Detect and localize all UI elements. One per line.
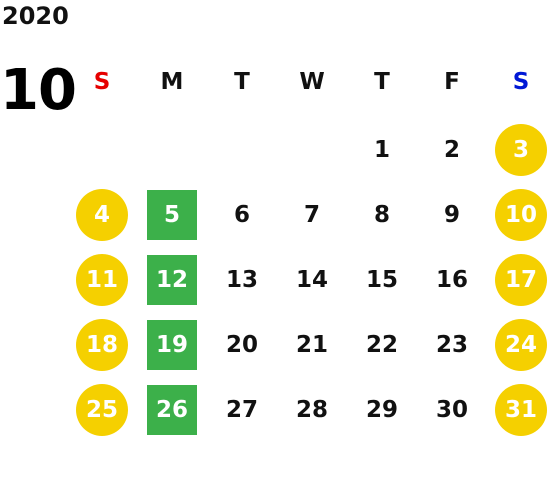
day-cell-26[interactable]: 26 bbox=[144, 385, 200, 435]
monday-highlight-square bbox=[147, 255, 197, 305]
day-cell-29[interactable]: 29 bbox=[354, 385, 410, 435]
day-number: 16 bbox=[435, 267, 468, 293]
weekend-highlight-circle bbox=[76, 384, 128, 436]
day-cell-10[interactable]: 10 bbox=[493, 189, 548, 241]
day-number: 24 bbox=[504, 332, 537, 358]
weekday-wed: W bbox=[299, 69, 325, 95]
day-number: 25 bbox=[85, 397, 118, 423]
weekend-highlight-circle bbox=[495, 189, 547, 241]
day-cell-18[interactable]: 18 bbox=[74, 319, 130, 371]
weekday-thu: T bbox=[374, 69, 390, 95]
day-cell-5[interactable]: 5 bbox=[144, 190, 200, 240]
day-number: 31 bbox=[504, 397, 537, 423]
weekend-highlight-circle bbox=[495, 384, 547, 436]
day-cell-4[interactable]: 4 bbox=[74, 189, 130, 241]
weekday-sat: S bbox=[512, 69, 530, 95]
weekday-tue: T bbox=[234, 69, 250, 95]
day-number: 6 bbox=[233, 202, 250, 228]
day-cell-21[interactable]: 21 bbox=[284, 320, 340, 370]
day-cell-8[interactable]: 8 bbox=[354, 190, 410, 240]
calendar-year: 2020 bbox=[2, 2, 69, 30]
day-cell-1[interactable]: 1 bbox=[354, 125, 410, 175]
day-cell-11[interactable]: 11 bbox=[74, 254, 130, 306]
day-number: 3 bbox=[512, 137, 529, 163]
day-number: 4 bbox=[93, 202, 110, 228]
monday-highlight-square bbox=[147, 320, 197, 370]
day-cell-3[interactable]: 3 bbox=[493, 124, 548, 176]
weekday-sun: S bbox=[93, 69, 111, 95]
day-cell-15[interactable]: 15 bbox=[354, 255, 410, 305]
day-cell-2[interactable]: 2 bbox=[424, 125, 480, 175]
day-cell-17[interactable]: 17 bbox=[493, 254, 548, 306]
day-number: 30 bbox=[435, 397, 468, 423]
day-number: 11 bbox=[85, 267, 118, 293]
weekend-highlight-circle bbox=[76, 189, 128, 241]
calendar-month: 10 bbox=[0, 58, 77, 123]
day-number: 7 bbox=[303, 202, 320, 228]
day-number: 9 bbox=[443, 202, 460, 228]
day-cell-22[interactable]: 22 bbox=[354, 320, 410, 370]
day-cell-6[interactable]: 6 bbox=[214, 190, 270, 240]
day-number: 26 bbox=[155, 397, 188, 423]
day-cell-28[interactable]: 28 bbox=[284, 385, 340, 435]
day-cell-31[interactable]: 31 bbox=[493, 384, 548, 436]
day-cell-23[interactable]: 23 bbox=[424, 320, 480, 370]
monday-highlight-square bbox=[147, 190, 197, 240]
day-cell-24[interactable]: 24 bbox=[493, 319, 548, 371]
weekday-fri: F bbox=[444, 69, 460, 95]
weekend-highlight-circle bbox=[76, 319, 128, 371]
day-number: 20 bbox=[225, 332, 258, 358]
day-cell-7[interactable]: 7 bbox=[284, 190, 340, 240]
day-cell-9[interactable]: 9 bbox=[424, 190, 480, 240]
day-number: 29 bbox=[365, 397, 398, 423]
weekend-highlight-circle bbox=[76, 254, 128, 306]
day-number: 19 bbox=[155, 332, 188, 358]
day-number: 15 bbox=[365, 267, 398, 293]
day-number: 18 bbox=[85, 332, 118, 358]
day-number: 8 bbox=[373, 202, 390, 228]
day-cell-30[interactable]: 30 bbox=[424, 385, 480, 435]
weekend-highlight-circle bbox=[495, 254, 547, 306]
day-cell-16[interactable]: 16 bbox=[424, 255, 480, 305]
weekend-highlight-circle bbox=[495, 124, 547, 176]
day-number: 13 bbox=[225, 267, 258, 293]
day-cell-14[interactable]: 14 bbox=[284, 255, 340, 305]
day-number: 22 bbox=[365, 332, 398, 358]
day-cell-20[interactable]: 20 bbox=[214, 320, 270, 370]
monday-highlight-square bbox=[147, 385, 197, 435]
day-number: 21 bbox=[295, 332, 328, 358]
weekend-highlight-circle bbox=[495, 319, 547, 371]
weekday-mon: M bbox=[160, 69, 184, 95]
day-number: 23 bbox=[435, 332, 468, 358]
day-cell-12[interactable]: 12 bbox=[144, 255, 200, 305]
day-cell-27[interactable]: 27 bbox=[214, 385, 270, 435]
day-number: 10 bbox=[504, 202, 537, 228]
day-number: 5 bbox=[163, 202, 180, 228]
day-number: 28 bbox=[295, 397, 328, 423]
day-cell-13[interactable]: 13 bbox=[214, 255, 270, 305]
day-number: 17 bbox=[504, 267, 537, 293]
day-cell-25[interactable]: 25 bbox=[74, 384, 130, 436]
day-number: 1 bbox=[373, 137, 390, 163]
day-number: 2 bbox=[443, 137, 460, 163]
day-number: 12 bbox=[155, 267, 188, 293]
day-number: 27 bbox=[225, 397, 258, 423]
day-number: 14 bbox=[295, 267, 328, 293]
day-cell-19[interactable]: 19 bbox=[144, 320, 200, 370]
